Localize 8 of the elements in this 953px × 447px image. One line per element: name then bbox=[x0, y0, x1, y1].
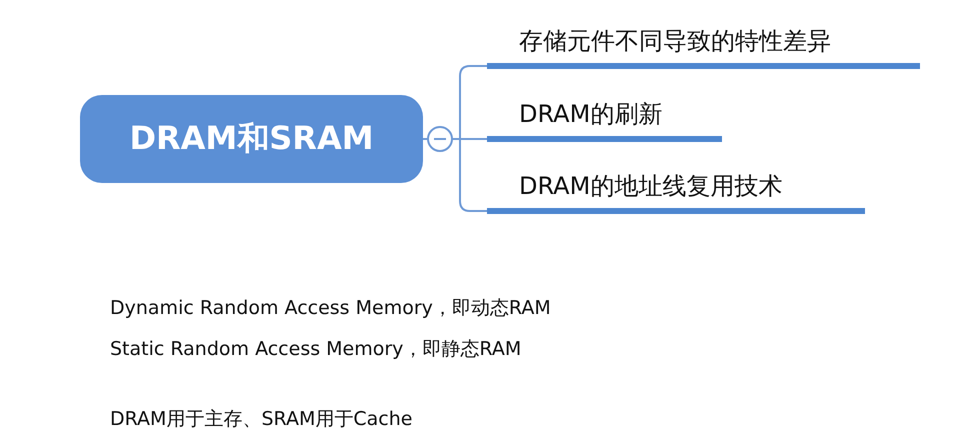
topic-text: DRAM和SRAM bbox=[129, 118, 374, 159]
note-text: DRAM用于主存、SRAM用于Cache bbox=[110, 407, 412, 432]
topic-text: DRAM的地址线复用技术 bbox=[519, 171, 782, 202]
note-text: Static Random Access Memory，即静态RAM bbox=[110, 337, 522, 362]
root-topic bbox=[80, 95, 423, 183]
note-text: Dynamic Random Access Memory，即动态RAM bbox=[110, 296, 551, 321]
topic-text: DRAM的刷新 bbox=[519, 99, 662, 130]
topic-text: 存储元件不同导致的特性差异 bbox=[519, 26, 831, 57]
